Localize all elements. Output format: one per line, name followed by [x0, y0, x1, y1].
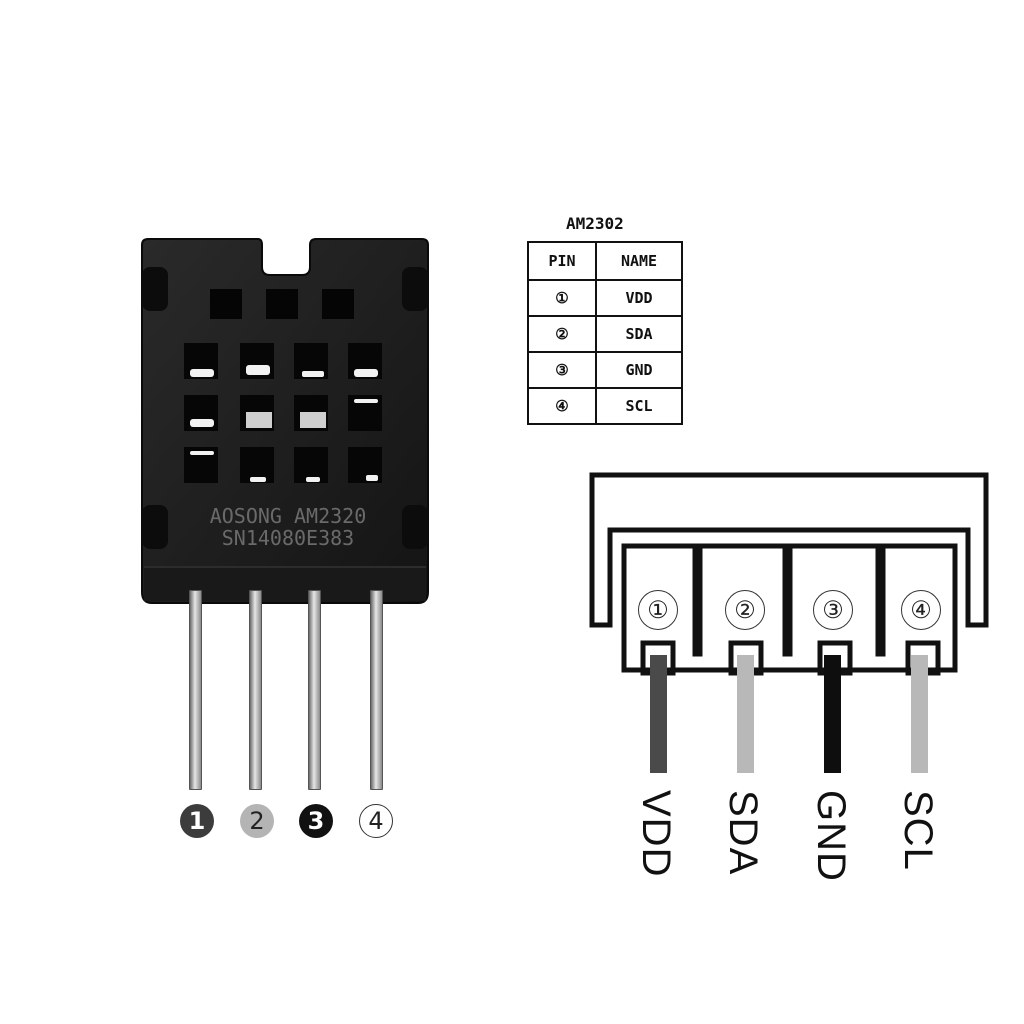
pin-cell: ③ [527, 351, 597, 389]
wire-scl [911, 655, 928, 773]
pin-cell: ② [527, 315, 597, 353]
pin-table-header-row: PIN NAME [527, 241, 683, 281]
table-row: ④ SCL [527, 387, 683, 425]
name-cell: SCL [595, 387, 683, 425]
pin-table: PIN NAME ① VDD ② SDA ③ GND ④ SCL [527, 241, 683, 425]
name-cell: GND [595, 351, 683, 389]
wire-label-vdd: VDD [634, 790, 678, 878]
table-row: ② SDA [527, 315, 683, 353]
wire-label-sda: SDA [721, 790, 765, 876]
table-row: ③ GND [527, 351, 683, 389]
pin-cell: ① [527, 279, 597, 317]
pin-number-4: 4 [359, 804, 393, 838]
pin-number-1: 1 [180, 804, 214, 838]
pin-number-2: 2 [240, 804, 274, 838]
sensor-pin-1 [189, 590, 202, 790]
sensor-pin-2 [249, 590, 262, 790]
connector-pin-number-1: ① [638, 590, 678, 630]
wire-sda [737, 655, 754, 773]
pin-table-title: AM2302 [566, 214, 624, 233]
name-cell: SDA [595, 315, 683, 353]
am2320-sensor: AOSONG AM2320 SN14080E383 [140, 237, 430, 605]
table-row: ① VDD [527, 279, 683, 317]
wire-label-scl: SCL [896, 790, 940, 871]
sensor-pin-3 [308, 590, 321, 790]
wire-label-gnd: GND [809, 790, 853, 882]
connector-pin-number-4: ④ [901, 590, 941, 630]
name-column-header: NAME [595, 241, 683, 281]
wire-gnd [824, 655, 841, 773]
sensor-serial-text: SN14080E383 [221, 526, 355, 550]
connector-outline-icon [589, 472, 989, 676]
sensor-marking: AOSONG AM2320 SN14080E383 [188, 505, 388, 549]
pin-cell: ④ [527, 387, 597, 425]
pin-number-3: 3 [299, 804, 333, 838]
pin-column-header: PIN [527, 241, 597, 281]
connector-pin-number-3: ③ [813, 590, 853, 630]
sensor-pin-4 [370, 590, 383, 790]
name-cell: VDD [595, 279, 683, 317]
sensor-model-text: AOSONG AM2320 [209, 504, 367, 528]
wire-vdd [650, 655, 667, 773]
connector-pin-number-2: ② [725, 590, 765, 630]
